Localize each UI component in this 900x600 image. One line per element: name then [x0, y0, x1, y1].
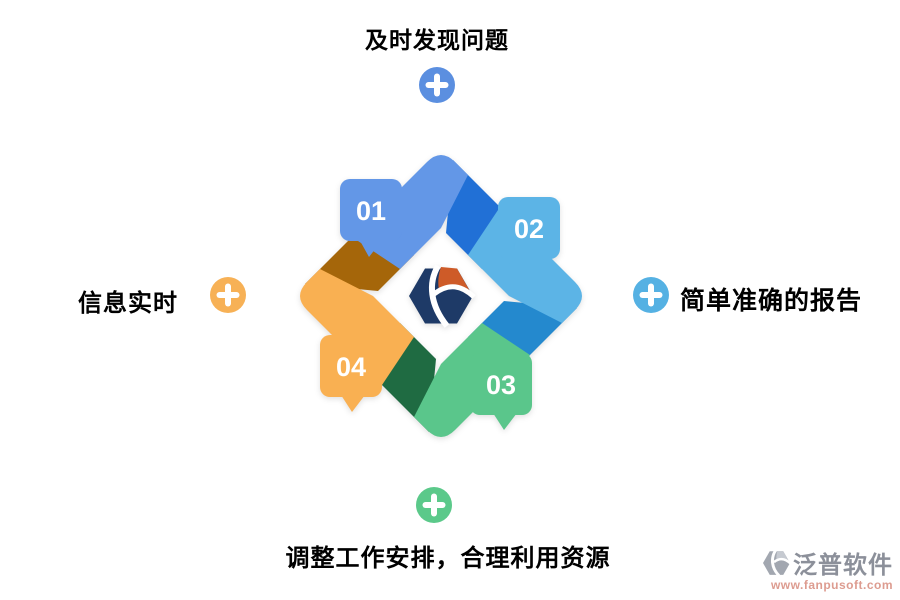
badge-03-arrow-tail	[493, 413, 517, 430]
badge-01-arrow-tail	[359, 239, 383, 257]
step-number-04: 04	[336, 352, 366, 382]
plus-icon-bottom	[416, 487, 452, 523]
watermark-logo-icon	[763, 550, 790, 575]
plus-icon-top	[419, 67, 455, 103]
step-badge-01: 01	[340, 179, 402, 257]
badge-01-box	[340, 179, 402, 241]
ribbon-02-light	[468, 207, 582, 323]
watermark-band-2	[773, 557, 790, 565]
plus-bar-v	[434, 73, 440, 97]
badge-03-box	[470, 353, 532, 415]
plus-bar-v	[648, 283, 654, 307]
step-badge-04: 04	[320, 335, 382, 412]
label-left: 信息实时	[78, 290, 178, 317]
step-badge-03: 03	[470, 353, 532, 430]
badge-04-box	[320, 335, 382, 397]
badge-02-box	[498, 197, 560, 259]
watermark: 泛普软件 www.fanpusoft.com	[763, 545, 893, 592]
logo-white-band-1	[429, 264, 450, 328]
center-logo	[409, 264, 476, 328]
plus-icon-left	[210, 277, 246, 313]
watermark-band-1	[771, 550, 781, 575]
label-right: 简单准确的报告	[680, 287, 863, 315]
cycle-diagram: 01 02 03 04	[300, 155, 582, 437]
logo-white-band-2	[432, 284, 476, 299]
ribbon-04-light	[300, 269, 414, 385]
label-top: 及时发现问题	[365, 27, 509, 53]
plus-bar-v	[431, 493, 437, 517]
step-number-02: 02	[514, 214, 544, 244]
plus-icon-right	[633, 277, 669, 313]
watermark-brand: 泛普软件	[793, 552, 893, 579]
step-badge-02: 02	[491, 197, 560, 274]
watermark-url: www.fanpusoft.com	[770, 578, 893, 592]
badge-04-arrow-tail	[341, 395, 365, 412]
step-number-01: 01	[356, 196, 386, 226]
label-bottom: 调整工作安排，合理利用资源	[285, 545, 611, 572]
step-number-03: 03	[486, 370, 516, 400]
plus-bar-v	[225, 283, 231, 307]
